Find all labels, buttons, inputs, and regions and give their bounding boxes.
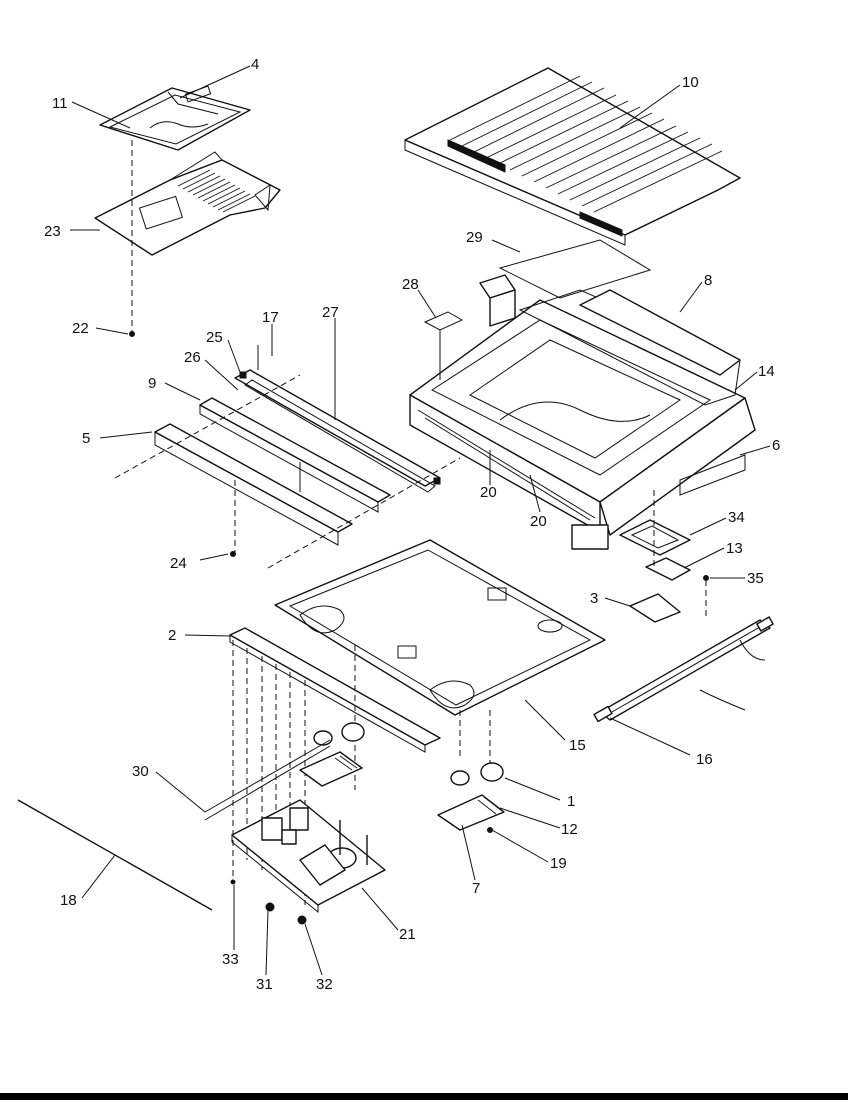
callout-31: 31 <box>256 976 273 993</box>
callout-16: 16 <box>696 751 713 768</box>
callout-22: 22 <box>72 320 89 337</box>
callout-28: 28 <box>402 276 419 293</box>
part-29-panel <box>498 239 652 299</box>
callout-26: 26 <box>184 349 201 366</box>
callout-20a: 20 <box>480 484 497 501</box>
part-15-cover <box>274 539 606 716</box>
callout-25: 25 <box>206 329 223 346</box>
part-3-bracket <box>629 593 681 623</box>
page-bottom-border <box>0 1093 848 1100</box>
callout-9: 9 <box>148 375 156 392</box>
part-28-label <box>423 311 464 331</box>
screw-22 <box>129 331 135 337</box>
callout-27: 27 <box>322 304 339 321</box>
callout-30: 30 <box>132 763 149 780</box>
callout-1: 1 <box>567 793 575 810</box>
callout-12: 12 <box>561 821 578 838</box>
callout-18: 18 <box>60 892 77 909</box>
part-34-bracket <box>619 519 691 556</box>
part-8-rail <box>579 289 741 376</box>
part-5-trim-strip <box>154 423 353 546</box>
part-21-control-board <box>231 799 386 914</box>
callout-5: 5 <box>82 430 90 447</box>
callout-29: 29 <box>466 229 483 246</box>
callout-11: 11 <box>52 95 68 112</box>
callout-7: 7 <box>472 880 480 897</box>
lamp-assembly-right <box>437 762 505 833</box>
callout-35: 35 <box>747 570 764 587</box>
callout-19: 19 <box>550 855 567 872</box>
callout-10: 10 <box>682 74 699 91</box>
part-2-trim <box>229 627 441 753</box>
callout-3: 3 <box>590 590 598 607</box>
callout-32: 32 <box>316 976 333 993</box>
callout-8: 8 <box>704 272 712 289</box>
part-23-housing <box>94 151 281 256</box>
leader-lines <box>70 84 771 976</box>
part-32-grommet <box>297 915 307 925</box>
callout-34: 34 <box>728 509 745 526</box>
part-10-shelf <box>404 67 741 246</box>
callout-14: 14 <box>758 363 775 380</box>
callout-numbers: 4 10 11 23 29 28 8 22 17 27 25 26 14 9 5… <box>44 56 780 993</box>
callout-21: 21 <box>399 926 416 943</box>
part-13-plate <box>645 557 691 581</box>
callout-15: 15 <box>569 737 586 754</box>
part-9-trim-strip <box>199 397 391 513</box>
callout-33: 33 <box>222 951 239 968</box>
callout-20b: 20 <box>530 513 547 530</box>
part-11-top-plate <box>99 65 251 151</box>
callout-17: 17 <box>262 309 279 326</box>
callout-6: 6 <box>772 437 780 454</box>
callout-13: 13 <box>726 540 743 557</box>
callout-23: 23 <box>44 223 61 240</box>
callout-4: 4 <box>251 56 259 73</box>
liner-cabinet <box>409 274 756 550</box>
callout-2: 2 <box>168 627 176 644</box>
part-26-rail <box>234 369 441 493</box>
part-31-grommet <box>265 902 275 912</box>
part-16-harness <box>593 575 774 723</box>
callout-24: 24 <box>170 555 187 572</box>
lamp-assembly-left <box>299 722 365 787</box>
